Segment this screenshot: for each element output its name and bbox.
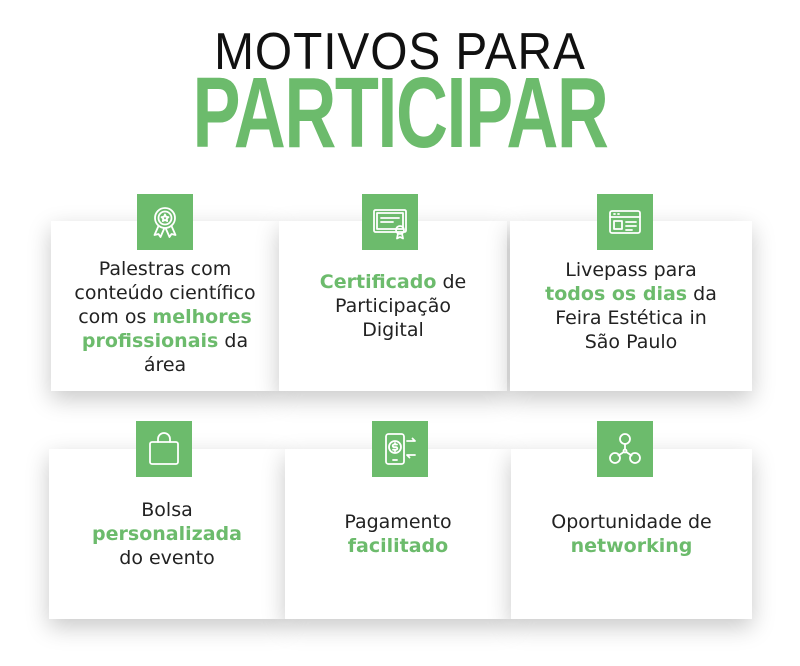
certificate-icon (362, 194, 418, 250)
text-highlight: melhores profissionais (81, 306, 252, 352)
reason-text: Livepass para todos os dias da Feira Est… (536, 258, 726, 354)
text-part: Pagamento (344, 511, 452, 533)
text-part: Oportunidade de (551, 511, 712, 533)
reason-text: Pagamento facilitado (338, 510, 458, 558)
reason-card-networking: Oportunidade de networking (511, 449, 752, 619)
reason-card-payment: Pagamento facilitado (285, 449, 511, 619)
text-part: do evento (119, 547, 215, 569)
network-people-icon (597, 421, 653, 477)
shopping-bag-icon (136, 421, 192, 477)
text-part: Bolsa (141, 499, 193, 521)
text-highlight: personalizada (92, 523, 242, 545)
title-line-1: MOTIVOS PARA (214, 23, 586, 81)
ticket-pass-icon (597, 194, 653, 250)
text-highlight: facilitado (347, 535, 449, 557)
reason-card-bag: Bolsa personalizada do evento (49, 449, 285, 619)
reason-text: Oportunidade de networking (542, 510, 722, 558)
text-part: Livepass para (565, 259, 697, 281)
award-ribbon-icon (137, 194, 193, 250)
text-part: da área (143, 330, 249, 376)
reason-text: Certificado de Participação Digital (308, 270, 478, 342)
mobile-payment-icon (372, 421, 428, 477)
reason-text: Palestras com conteúdo científico com os… (65, 235, 265, 377)
reason-text: Bolsa personalizada do evento (92, 498, 242, 570)
text-highlight: networking (570, 535, 693, 557)
text-part: da Feira Estética in São Paulo (555, 283, 717, 353)
text-part: de Participação Digital (335, 271, 467, 341)
title-line-2: PARTICIPAR (192, 57, 609, 169)
text-highlight: Certificado (319, 271, 437, 293)
text-part: Palestras com conteúdo científico com os (74, 258, 256, 328)
text-highlight: todos os dias (545, 283, 688, 305)
